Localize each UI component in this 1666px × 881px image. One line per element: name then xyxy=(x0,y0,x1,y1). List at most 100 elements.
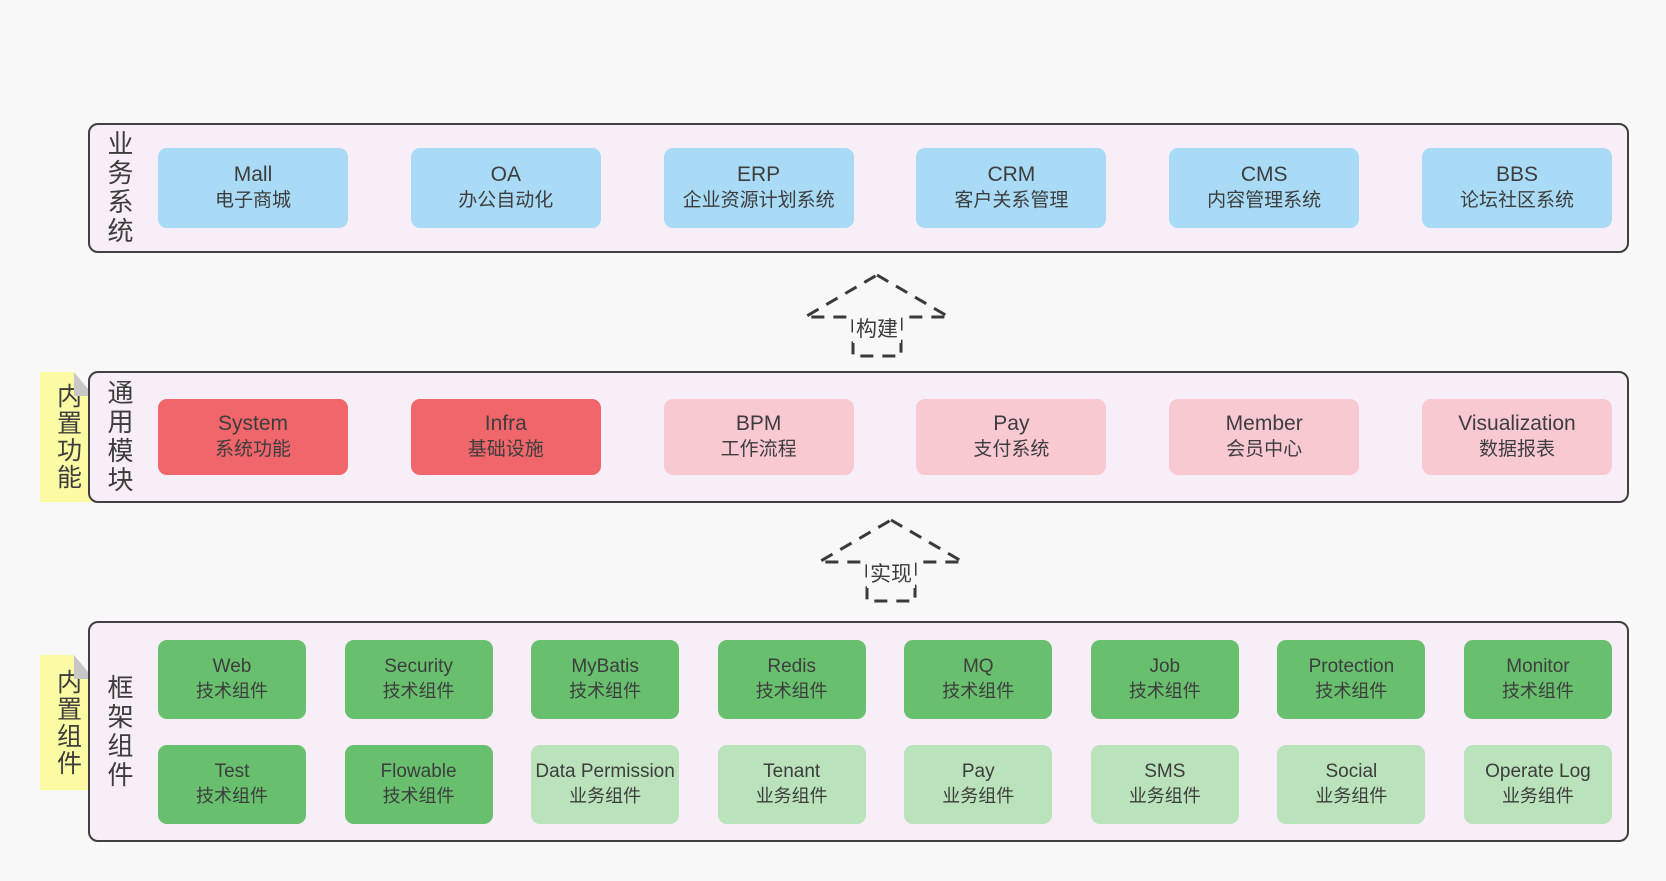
diagram-box-infra: Infra 基础设施 xyxy=(410,399,601,475)
sticky-note-text: 内置功能 xyxy=(53,383,82,491)
box-subtitle: 业务组件 xyxy=(569,785,642,806)
dashed-up-arrow-icon xyxy=(802,273,952,358)
box-title: Pay xyxy=(993,412,1030,436)
box-title: OA xyxy=(490,163,521,187)
box-subtitle: 支付系统 xyxy=(973,439,1050,461)
dashed-up-arrow-icon xyxy=(816,518,966,603)
band-label-components: 框架组件 xyxy=(104,673,134,790)
box-title: Visualization xyxy=(1458,412,1576,436)
box-subtitle: 业务组件 xyxy=(755,785,828,806)
diagram-box-oa: OA 办公自动化 xyxy=(410,148,601,228)
box-subtitle: 数据报表 xyxy=(1478,439,1555,461)
box-title: System xyxy=(217,412,288,436)
diagram-box-pay: Pay 支付系统 xyxy=(916,399,1107,475)
arrow-build-label: 构建 xyxy=(853,313,901,343)
box-title: Data Permission xyxy=(535,761,675,783)
box-title: Tenant xyxy=(763,761,821,783)
band-label-business: 业务系统 xyxy=(104,130,134,246)
diagram-box-bbs: BBS 论坛社区系统 xyxy=(1421,148,1612,228)
box-title: Mall xyxy=(233,163,273,187)
box-title: Test xyxy=(214,761,250,783)
box-subtitle: 系统功能 xyxy=(214,439,291,461)
box-subtitle: 基础设施 xyxy=(467,439,544,461)
box-title: Web xyxy=(212,656,252,678)
box-subtitle: 企业资源计划系统 xyxy=(682,190,835,212)
box-subtitle: 技术组件 xyxy=(196,680,268,701)
up-arrow-implement: 实现 xyxy=(816,516,966,604)
box-title: BBS xyxy=(1495,163,1538,187)
band-common-modules: 通用模块 System 系统功能 Infra 基础设施 BPM 工作流程 Pay 支付系统 Me… xyxy=(88,371,1629,503)
box-subtitle: 技术组件 xyxy=(382,785,455,806)
box-subtitle: 业务组件 xyxy=(1128,785,1201,806)
sticky-note-text: 内置组件 xyxy=(53,668,82,777)
sticky-note-builtin-components: 内置组件 xyxy=(40,655,94,790)
box-subtitle: 内容管理系统 xyxy=(1207,190,1322,212)
diagram-box-visualization: Visualization 数据报表 xyxy=(1421,399,1612,475)
box-title: BPM xyxy=(735,412,782,436)
box-subtitle: 技术组件 xyxy=(755,680,828,701)
dashed-up-arrow-outline xyxy=(816,518,966,603)
box-subtitle: 技术组件 xyxy=(569,680,642,701)
diagram-box-bpm: BPM 工作流程 xyxy=(663,399,854,475)
band-business-systems: 业务系统 Mall 电子商城 OA 办公自动化 ERP 企业资源计划系统 CRM 客户关系管理… xyxy=(88,123,1629,253)
box-title: MQ xyxy=(962,656,994,678)
box-title: CMS xyxy=(1240,163,1288,187)
diagram-box-system: System 系统功能 xyxy=(158,399,348,475)
arrow-implement-label: 实现 xyxy=(867,558,915,588)
diagram-box-erp: ERP 企业资源计划系统 xyxy=(663,148,854,228)
box-title: Protection xyxy=(1308,656,1395,678)
band-label-modules: 通用模块 xyxy=(104,379,134,495)
box-subtitle: 技术组件 xyxy=(382,680,455,701)
box-title: Social xyxy=(1325,761,1378,783)
box-title: MyBatis xyxy=(571,656,639,678)
box-title: SMS xyxy=(1144,761,1186,783)
box-title: Infra xyxy=(484,412,527,436)
band-business-rows: Mall 电子商城 OA 办公自动化 ERP 企业资源计划系统 CRM 客户关系管理 CMS 内容… xyxy=(132,148,1627,228)
band-modules-rows: System 系统功能 Infra 基础设施 BPM 工作流程 Pay 支付系统 Member 会… xyxy=(132,399,1627,475)
box-subtitle: 电子商城 xyxy=(214,190,291,212)
box-title: Member xyxy=(1225,412,1303,436)
box-subtitle: 业务组件 xyxy=(942,785,1015,806)
sticky-note-builtin-functions: 内置功能 xyxy=(40,372,94,502)
box-subtitle: 技术组件 xyxy=(942,680,1015,701)
box-title: ERP xyxy=(737,163,781,187)
box-title: Redis xyxy=(767,656,816,678)
dashed-up-arrow-outline xyxy=(802,273,952,358)
box-subtitle: 办公自动化 xyxy=(458,190,554,212)
box-subtitle: 技术组件 xyxy=(1501,680,1574,701)
diagram-box-crm: CRM 客户关系管理 xyxy=(916,148,1107,228)
diagram-box-member: Member 会员中心 xyxy=(1169,399,1360,475)
box-title: CRM xyxy=(987,163,1036,187)
box-title: Pay xyxy=(961,761,995,783)
box-title: Security xyxy=(384,656,453,678)
up-arrow-build: 构建 xyxy=(802,271,952,359)
box-subtitle: 工作流程 xyxy=(720,439,797,461)
box-subtitle: 客户关系管理 xyxy=(954,190,1069,212)
box-title: Job xyxy=(1149,656,1181,678)
box-row: Mall 电子商城 OA 办公自动化 ERP 企业资源计划系统 CRM 客户关系管理 CMS 内容… xyxy=(158,148,1612,228)
box-subtitle: 会员中心 xyxy=(1226,439,1303,461)
box-title: Flowable xyxy=(380,761,457,783)
box-subtitle: 论坛社区系统 xyxy=(1459,190,1574,212)
box-subtitle: 业务组件 xyxy=(1501,785,1574,806)
box-subtitle: 技术组件 xyxy=(196,785,268,806)
